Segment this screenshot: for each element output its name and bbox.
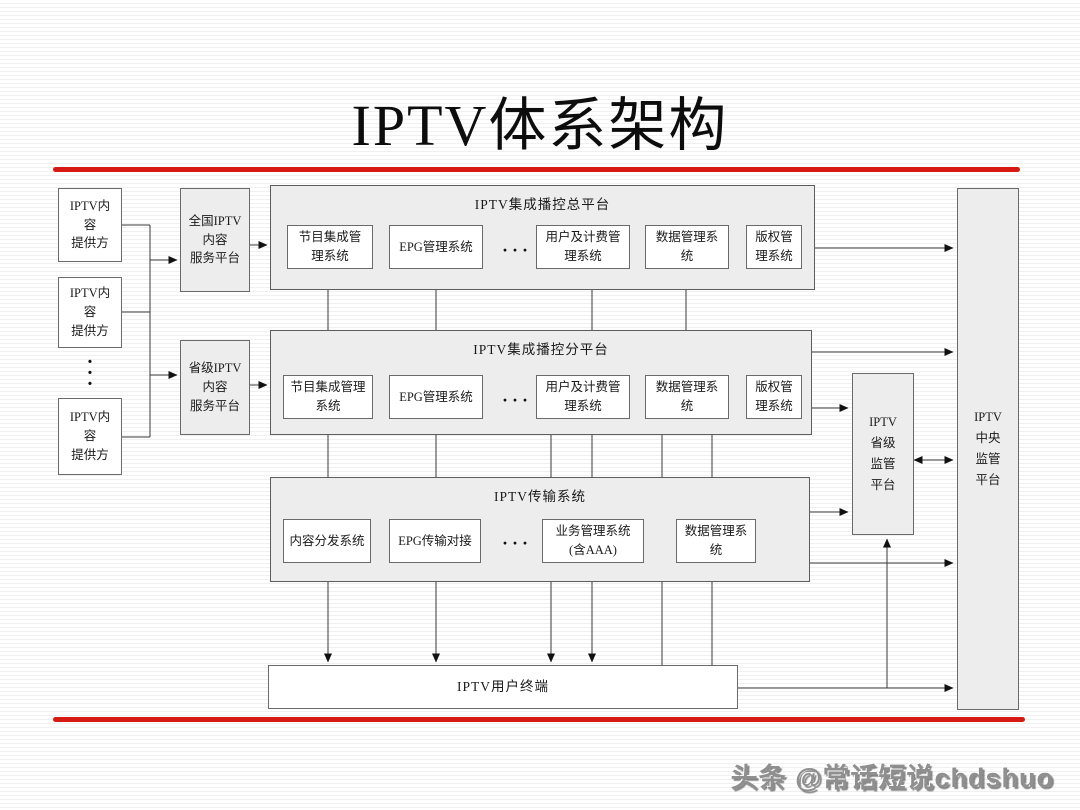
transmission-ellipsis: ···: [501, 533, 532, 553]
transmission-data-management-box: 数据管理系 统: [676, 519, 756, 563]
watermark-text: 头条 @常话短说chdshuo: [730, 763, 1054, 793]
top-divider-rule: [53, 167, 1020, 172]
master-ellipsis: ···: [501, 240, 532, 260]
epg-transmission-box: EPG传输对接: [389, 519, 481, 563]
central-regulator-box: IPTV 中央 监管 平台: [957, 188, 1019, 710]
branch-data-management-box: 数据管理系 统: [645, 375, 729, 419]
branch-user-billing-box: 用户及计费管 理系统: [536, 375, 630, 419]
master-user-billing-box: 用户及计费管 理系统: [536, 225, 630, 269]
master-data-management-box: 数据管理系 统: [645, 225, 729, 269]
content-provider-box-3: IPTV内 容 提供方: [58, 398, 122, 475]
page-title: IPTV体系架构: [351, 93, 729, 158]
branch-copyright-management-box: 版权管 理系统: [746, 375, 802, 419]
transmission-system-title: IPTV传输系统: [494, 489, 586, 504]
service-management-aaa-box: 业务管理系统 (含AAA): [542, 519, 644, 563]
branch-program-integration-box: 节目集成管理 系统: [283, 375, 373, 419]
national-content-platform-box: 全国IPTV 内容 服务平台: [180, 188, 250, 292]
content-distribution-box: 内容分发系统: [283, 519, 371, 563]
master-copyright-management-box: 版权管 理系统: [746, 225, 802, 269]
bottom-divider-rule: [53, 717, 1025, 722]
master-epg-management-box: EPG管理系统: [389, 225, 483, 269]
master-program-integration-box: 节目集成管 理系统: [287, 225, 373, 269]
branch-ellipsis: ···: [501, 390, 532, 410]
branch-epg-management-box: EPG管理系统: [389, 375, 483, 419]
provincial-content-platform-box: 省级IPTV 内容 服务平台: [180, 340, 250, 435]
master-control-platform-title: IPTV集成播控总平台: [474, 197, 611, 212]
provincial-regulator-box: IPTV 省级 监管 平台: [852, 373, 914, 535]
providers-ellipsis: · · ·: [86, 351, 94, 395]
content-provider-box-1: IPTV内 容 提供方: [58, 188, 122, 262]
branch-control-platform-title: IPTV集成播控分平台: [473, 342, 609, 357]
content-provider-box-2: IPTV内 容 提供方: [58, 277, 122, 348]
user-terminal-box: IPTV用户终端: [268, 665, 738, 709]
